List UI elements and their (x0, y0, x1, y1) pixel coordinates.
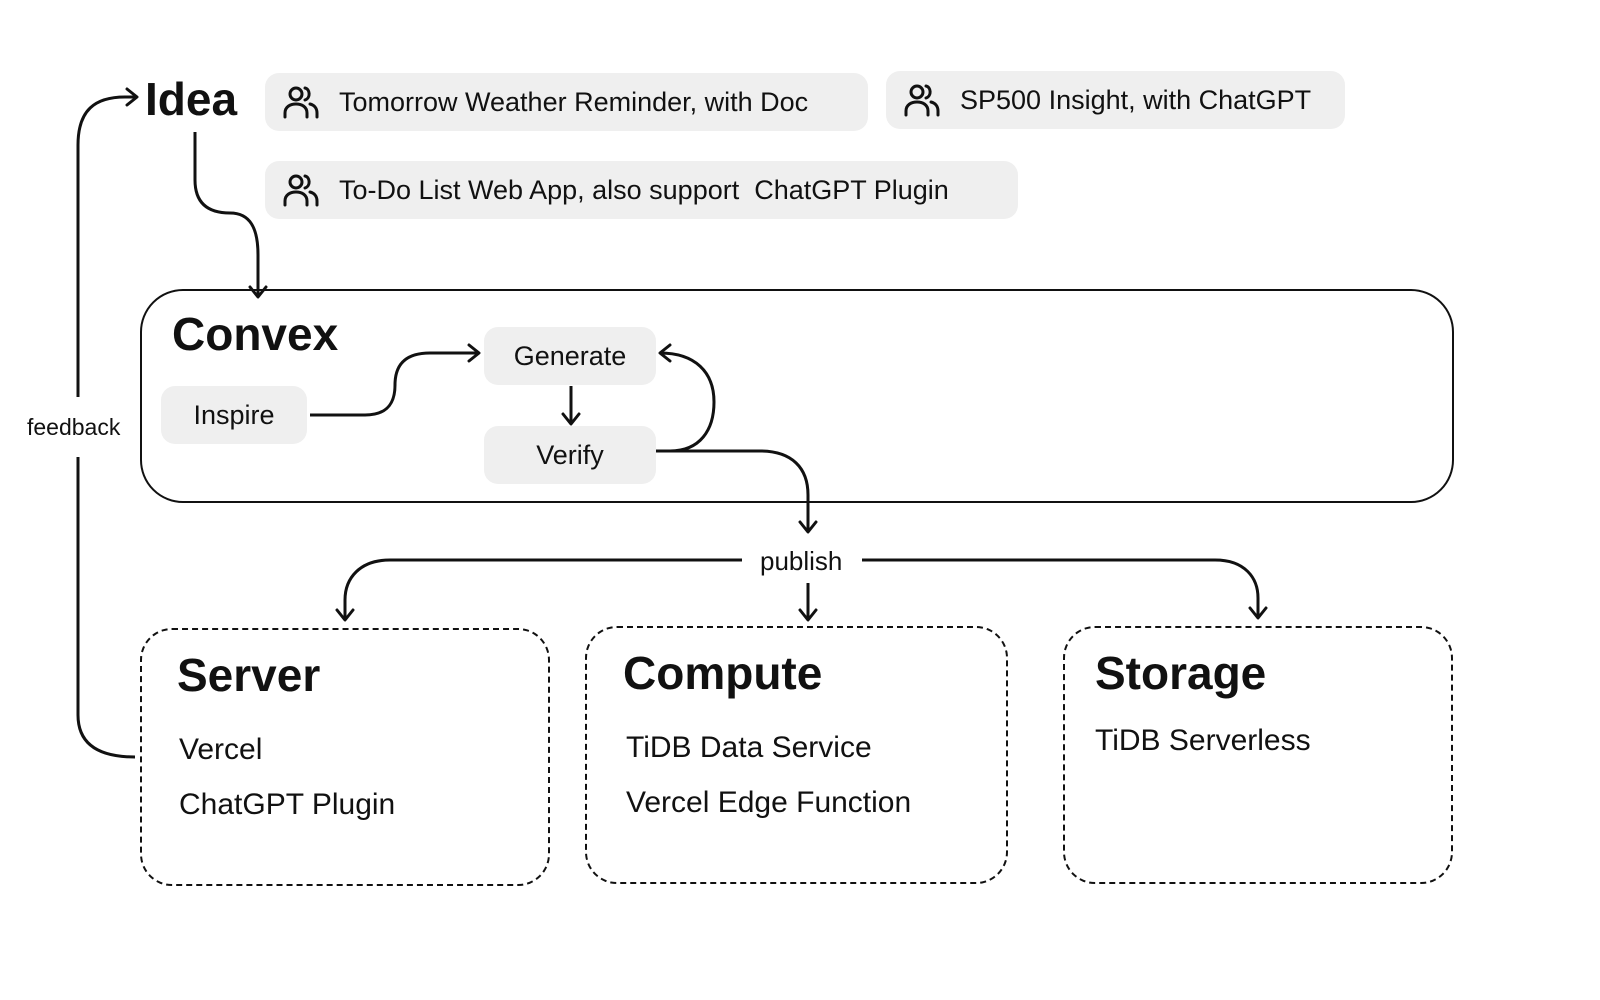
idea-example-label: To-Do List Web App, also support ChatGPT… (339, 174, 949, 205)
users-icon (283, 174, 319, 207)
server-item: Vercel (179, 733, 263, 766)
idea-example-sp500[interactable]: SP500 Insight, with ChatGPT (886, 71, 1345, 129)
users-icon (904, 84, 940, 117)
server-item: ChatGPT Plugin (179, 788, 396, 821)
storage-item: TiDB Serverless (1095, 724, 1311, 757)
compute-item: TiDB Data Service (626, 731, 872, 764)
idea-example-label: Tomorrow Weather Reminder, with Doc (339, 86, 809, 117)
users-icon (283, 86, 319, 119)
server-box (140, 628, 550, 886)
idea-title: Idea (145, 73, 238, 125)
idea-to-convex-arrow (193, 132, 268, 299)
compute-item: Vercel Edge Function (626, 786, 912, 819)
feedback-arrow-lower (76, 457, 136, 759)
storage-box (1063, 626, 1453, 884)
storage-title: Storage (1095, 647, 1267, 699)
idea-example-label: SP500 Insight, with ChatGPT (960, 84, 1312, 115)
inspire-step[interactable]: Inspire (161, 386, 307, 444)
verify-step[interactable]: Verify (484, 426, 656, 484)
idea-example-todo[interactable]: To-Do List Web App, also support ChatGPT… (265, 161, 1018, 219)
convex-container (140, 289, 1454, 503)
idea-example-weather[interactable]: Tomorrow Weather Reminder, with Doc (265, 73, 868, 131)
verify-loop-arrow (652, 343, 716, 453)
verify-to-publish-arrow (652, 449, 818, 534)
publish-to-server-arrow (335, 558, 742, 622)
compute-title: Compute (623, 647, 823, 699)
compute-box (585, 626, 1008, 884)
convex-title: Convex (172, 308, 339, 360)
feedback-label: feedback (21, 416, 127, 439)
feedback-arrow-upper (76, 87, 139, 397)
inspire-to-generate-arrow (310, 343, 481, 417)
publish-label: publish (754, 548, 849, 574)
generate-step[interactable]: Generate (484, 327, 656, 385)
server-title: Server (177, 649, 321, 701)
publish-to-storage-arrow (862, 558, 1268, 620)
